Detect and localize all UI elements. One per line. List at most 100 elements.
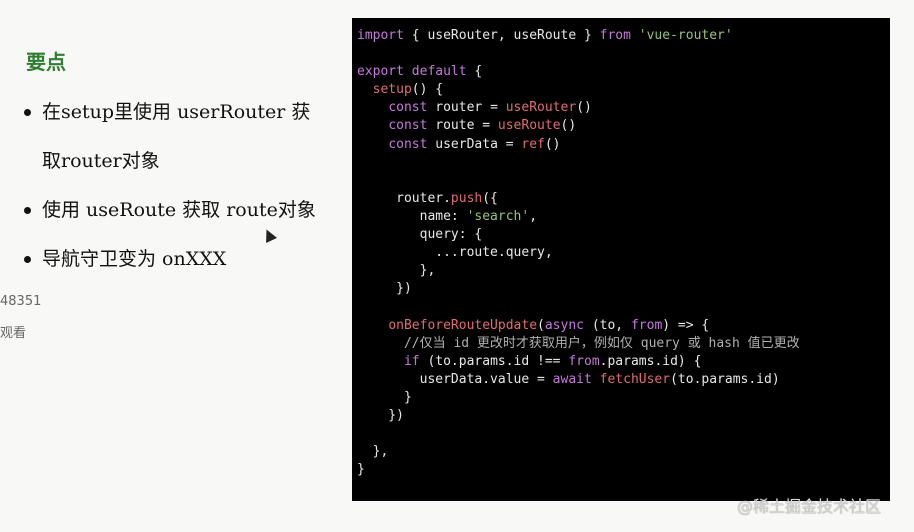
code-token: () — [544, 136, 561, 152]
bullet-dot-icon — [24, 256, 31, 263]
code-token: from — [568, 353, 600, 369]
code-line — [357, 45, 890, 63]
code-token — [357, 318, 388, 333]
code-line: }, — [357, 443, 890, 461]
bullet-item: 导航守卫变为 onXXX — [24, 235, 324, 284]
code-line: onBeforeRouteUpdate(async (to, from) => … — [357, 317, 890, 335]
code-token: query: { — [357, 227, 483, 243]
code-line: }, — [357, 262, 890, 280]
code-token: push — [450, 190, 483, 206]
code-token: ...route.query, — [357, 245, 553, 261]
code-line: }) — [357, 280, 890, 298]
code-line: export default { — [357, 63, 890, 81]
code-token: ) => { — [662, 317, 710, 333]
code-token — [357, 100, 388, 115]
code-token — [357, 354, 404, 369]
code-line: const route = useRoute() — [357, 117, 890, 135]
code-line: setup() { — [357, 81, 890, 99]
code-line: ...route.query, — [357, 244, 890, 262]
code-token: () { — [411, 82, 444, 98]
code-token: export — [357, 64, 404, 80]
code-token: } — [357, 462, 365, 478]
code-token: const — [388, 136, 428, 152]
code-line: } — [357, 461, 890, 479]
bullet-dot-icon — [24, 207, 31, 214]
bullet-item: 在setup里使用 userRouter 获取router对象 — [24, 88, 324, 186]
code-line — [357, 154, 890, 172]
code-token — [404, 64, 412, 79]
code-token: (to.params.id) — [670, 371, 780, 387]
code-token: }) — [357, 281, 412, 297]
code-token: await — [552, 371, 592, 387]
code-token: .params.id) { — [599, 353, 702, 369]
watermark: @稀土掘金技术社区 — [737, 497, 882, 516]
code-token: default — [411, 64, 467, 80]
code-token: onBeforeRouteUpdate — [388, 317, 538, 333]
code-line — [357, 425, 890, 443]
bullet-list: 在setup里使用 userRouter 获取router对象 使用 useRo… — [24, 88, 324, 284]
code-line — [357, 298, 890, 316]
bullet-text: 在setup里使用 userRouter 获取router对象 — [42, 101, 311, 172]
code-token: userData = — [427, 136, 522, 152]
bullet-text: 导航守卫变为 onXXX — [42, 248, 227, 270]
code-token: useRouter — [505, 100, 577, 116]
code-token: useRoute — [497, 118, 561, 134]
slide-title: 要点 — [26, 50, 66, 74]
code-token — [592, 372, 600, 387]
code-panel: import { useRouter, useRoute } from 'vue… — [352, 18, 890, 501]
code-token: { — [466, 64, 483, 80]
code-token: route = — [427, 118, 498, 134]
code-token: 'vue-router' — [638, 28, 733, 43]
code-token: ({ — [482, 190, 498, 206]
code-token: const — [388, 118, 428, 134]
code-token: from — [599, 28, 631, 43]
code-token: from — [630, 317, 663, 333]
code-token: if — [403, 353, 420, 369]
code-token: ref — [521, 136, 545, 152]
code-token: { useRouter, useRoute } — [403, 28, 600, 43]
code-line: userData.value = await fetchUser(to.para… — [357, 371, 890, 389]
code-token: }, — [357, 444, 389, 460]
code-token — [631, 28, 639, 43]
code-line: if (to.params.id !== from.params.id) { — [357, 353, 890, 371]
code-token: //仅当 id 更改时才获取用户，例如仅 query 或 hash 值已更改 — [357, 335, 800, 351]
code-token: }) — [357, 407, 404, 423]
bullet-text: 使用 useRoute 获取 route对象 — [42, 199, 316, 221]
bullet-item: 使用 useRoute 获取 route对象 — [24, 186, 324, 235]
code-line: const router = useRouter() — [357, 99, 890, 117]
code-line: router.push({ — [357, 190, 890, 208]
code-line: } — [357, 389, 890, 407]
code-line: }) — [357, 407, 890, 425]
code-token: } — [357, 389, 412, 405]
code-token: const — [388, 100, 428, 116]
code-token: fetchUser — [599, 371, 671, 387]
code-block: import { useRouter, useRoute } from 'vue… — [357, 27, 890, 479]
code-token: }, — [357, 263, 436, 279]
code-token: import — [357, 28, 404, 43]
code-token: () — [560, 118, 577, 134]
code-token: (to, — [584, 317, 631, 333]
code-token: router = — [427, 100, 506, 116]
view-count: 48351 — [0, 294, 42, 309]
code-token: async — [544, 317, 584, 333]
code-token — [357, 118, 388, 133]
code-line: import { useRouter, useRoute } from 'vue… — [357, 27, 890, 45]
view-label: 观看 — [0, 326, 27, 341]
code-token: ( — [537, 317, 545, 333]
code-token: (to.params.id !== — [419, 353, 569, 369]
code-line: name: 'search', — [357, 208, 890, 226]
code-token: name: — [357, 208, 467, 224]
code-token — [357, 82, 373, 97]
code-token: setup — [372, 82, 412, 98]
code-line: //仅当 id 更改时才获取用户，例如仅 query 或 hash 值已更改 — [357, 335, 890, 353]
code-token — [357, 137, 388, 152]
code-line — [357, 172, 890, 190]
bullet-dot-icon — [24, 109, 31, 116]
code-token: 'search' — [466, 208, 530, 224]
code-line: const userData = ref() — [357, 136, 890, 154]
code-line: query: { — [357, 226, 890, 244]
code-token: userData.value = — [357, 371, 553, 387]
code-token: router. — [357, 190, 451, 206]
code-token: () — [576, 100, 592, 116]
